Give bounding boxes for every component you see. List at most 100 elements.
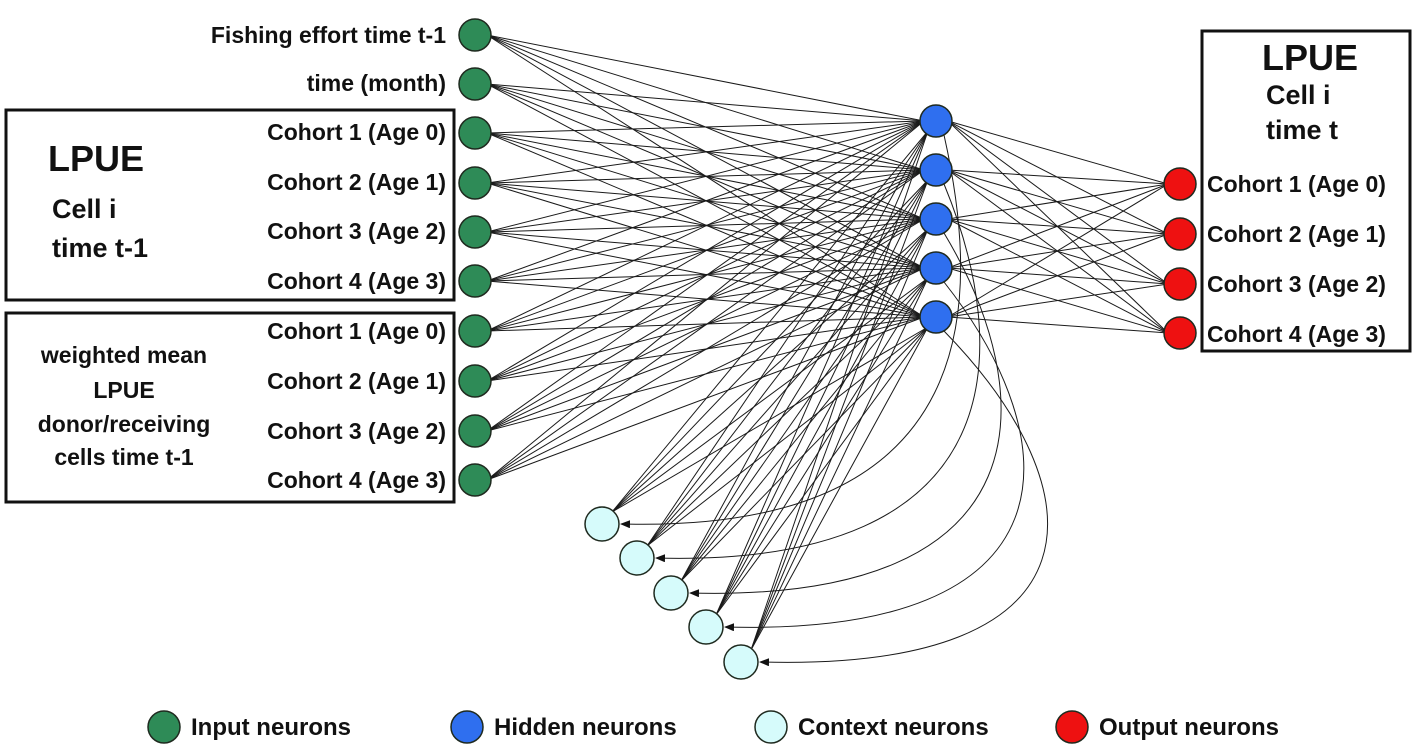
group-b-line2: LPUE [93, 377, 154, 403]
input-hidden-connection [486, 267, 925, 481]
context-hidden-connection [611, 228, 929, 513]
context-neuron-4 [688, 609, 724, 645]
context-neuron-3 [653, 575, 689, 611]
legend-hidden-swatch [450, 710, 484, 744]
input-neuron-10 [458, 463, 492, 497]
group-a-cohort-1: Cohort 1 (Age 0) [267, 119, 446, 145]
recurrent-copy-arrow [655, 183, 981, 563]
context-hidden-connection [750, 277, 929, 651]
output-label-cohort-2: Cohort 2 (Age 1) [1207, 221, 1386, 247]
group-b-cohort-3: Cohort 3 (Age 2) [267, 418, 446, 444]
context-hidden-connection [715, 130, 929, 616]
output-title: LPUE [1262, 37, 1358, 78]
recurrent-connections [620, 134, 1048, 667]
group-a-line3: time t-1 [52, 233, 148, 263]
recurrent-copy-arrow [620, 134, 962, 529]
context-hidden-connection [680, 179, 929, 582]
lpue-cell-box [4, 108, 456, 302]
context-hidden-connection [715, 326, 929, 616]
context-hidden-connection [750, 130, 929, 651]
context-hidden-connection [646, 179, 929, 547]
legend-input-swatch [147, 710, 181, 744]
hidden-neuron-4 [919, 251, 953, 285]
group-b-cohort-2: Cohort 2 (Age 1) [267, 368, 446, 394]
input-neuron-6 [458, 264, 492, 298]
context-hidden-connection [715, 277, 929, 616]
neurons [458, 18, 1197, 680]
output-line2: Cell i [1266, 80, 1331, 110]
legend-input-label: Input neurons [191, 714, 351, 741]
input-label-fishing-effort: Fishing effort time t-1 [211, 22, 446, 48]
input-hidden-connection [486, 120, 925, 382]
group-b-line1: weighted mean [40, 342, 207, 368]
input-hidden-connection [486, 120, 925, 184]
hidden-output-connection [947, 183, 1169, 220]
legend-context-swatch [754, 710, 788, 744]
hidden-output-connection [947, 183, 1169, 318]
group-a-title: LPUE [48, 138, 144, 179]
legend-output-label: Output neurons [1099, 714, 1279, 741]
context-hidden-connection [646, 326, 929, 547]
context-hidden-connection [750, 228, 929, 651]
output-neuron-2 [1163, 217, 1197, 251]
input-hidden-connection [486, 120, 925, 332]
input-hidden-connection [486, 83, 925, 122]
weighted-mean-box [4, 311, 456, 504]
input-hidden-connection [486, 120, 925, 134]
hidden-output-connection [947, 233, 1169, 318]
hidden-output-connection [947, 283, 1169, 318]
input-label-time-month: time (month) [307, 70, 446, 96]
context-neuron-5 [723, 644, 759, 680]
input-hidden-connection [486, 169, 925, 481]
context-neuron-2 [619, 540, 655, 576]
input-hidden-connection [486, 120, 925, 282]
context-neuron-1 [584, 506, 620, 542]
context-hidden-connection [611, 179, 929, 513]
output-lpue-box [1200, 29, 1412, 353]
context-hidden-connection [611, 130, 929, 513]
output-neuron-3 [1163, 267, 1197, 301]
group-a-cohort-2: Cohort 2 (Age 1) [267, 169, 446, 195]
legend-hidden-label: Hidden neurons [494, 714, 677, 741]
input-neuron-1 [458, 18, 492, 52]
context-hidden-connection [750, 326, 929, 651]
hidden-output-connection [947, 120, 1169, 185]
context-hidden-connection [680, 277, 929, 582]
input-neuron-4 [458, 166, 492, 200]
context-hidden-connection [646, 277, 929, 547]
legend-context-label: Context neurons [798, 714, 989, 741]
recurrent-copy-arrow [759, 330, 1048, 667]
hidden-neuron-5 [919, 300, 953, 334]
recurrent-copy-arrow [724, 281, 1025, 632]
input-neuron-5 [458, 215, 492, 249]
group-a-cohort-4: Cohort 4 (Age 3) [267, 268, 446, 294]
legend-output-swatch [1055, 710, 1089, 744]
context-hidden-connection [680, 130, 929, 582]
output-label-cohort-4: Cohort 4 (Age 3) [1207, 321, 1386, 347]
output-neuron-4 [1163, 316, 1197, 350]
input-hidden-connection [486, 120, 925, 432]
input-neuron-2 [458, 67, 492, 101]
input-neuron-3 [458, 116, 492, 150]
input-hidden-connection [486, 120, 925, 233]
group-a-line2: Cell i [52, 194, 117, 224]
input-hidden-connection [486, 218, 925, 481]
input-neuron-8 [458, 364, 492, 398]
hidden-neuron-3 [919, 202, 953, 236]
context-hidden-connection [715, 179, 929, 616]
hidden-output-connection [947, 169, 1169, 185]
context-hidden-connection [715, 228, 929, 616]
input-hidden-connection [486, 120, 925, 481]
group-b-cohort-1: Cohort 1 (Age 0) [267, 318, 446, 344]
context-hidden-connection [611, 277, 929, 513]
input-neuron-9 [458, 414, 492, 448]
hidden-output-connection [947, 183, 1169, 269]
group-b-cohort-4: Cohort 4 (Age 3) [267, 467, 446, 493]
context-hidden-connection [646, 130, 929, 547]
hidden-output-connection [947, 316, 1169, 334]
group-a-cohort-3: Cohort 3 (Age 2) [267, 218, 446, 244]
context-hidden-connection [680, 228, 929, 582]
output-label-cohort-3: Cohort 3 (Age 2) [1207, 271, 1386, 297]
output-neuron-1 [1163, 167, 1197, 201]
